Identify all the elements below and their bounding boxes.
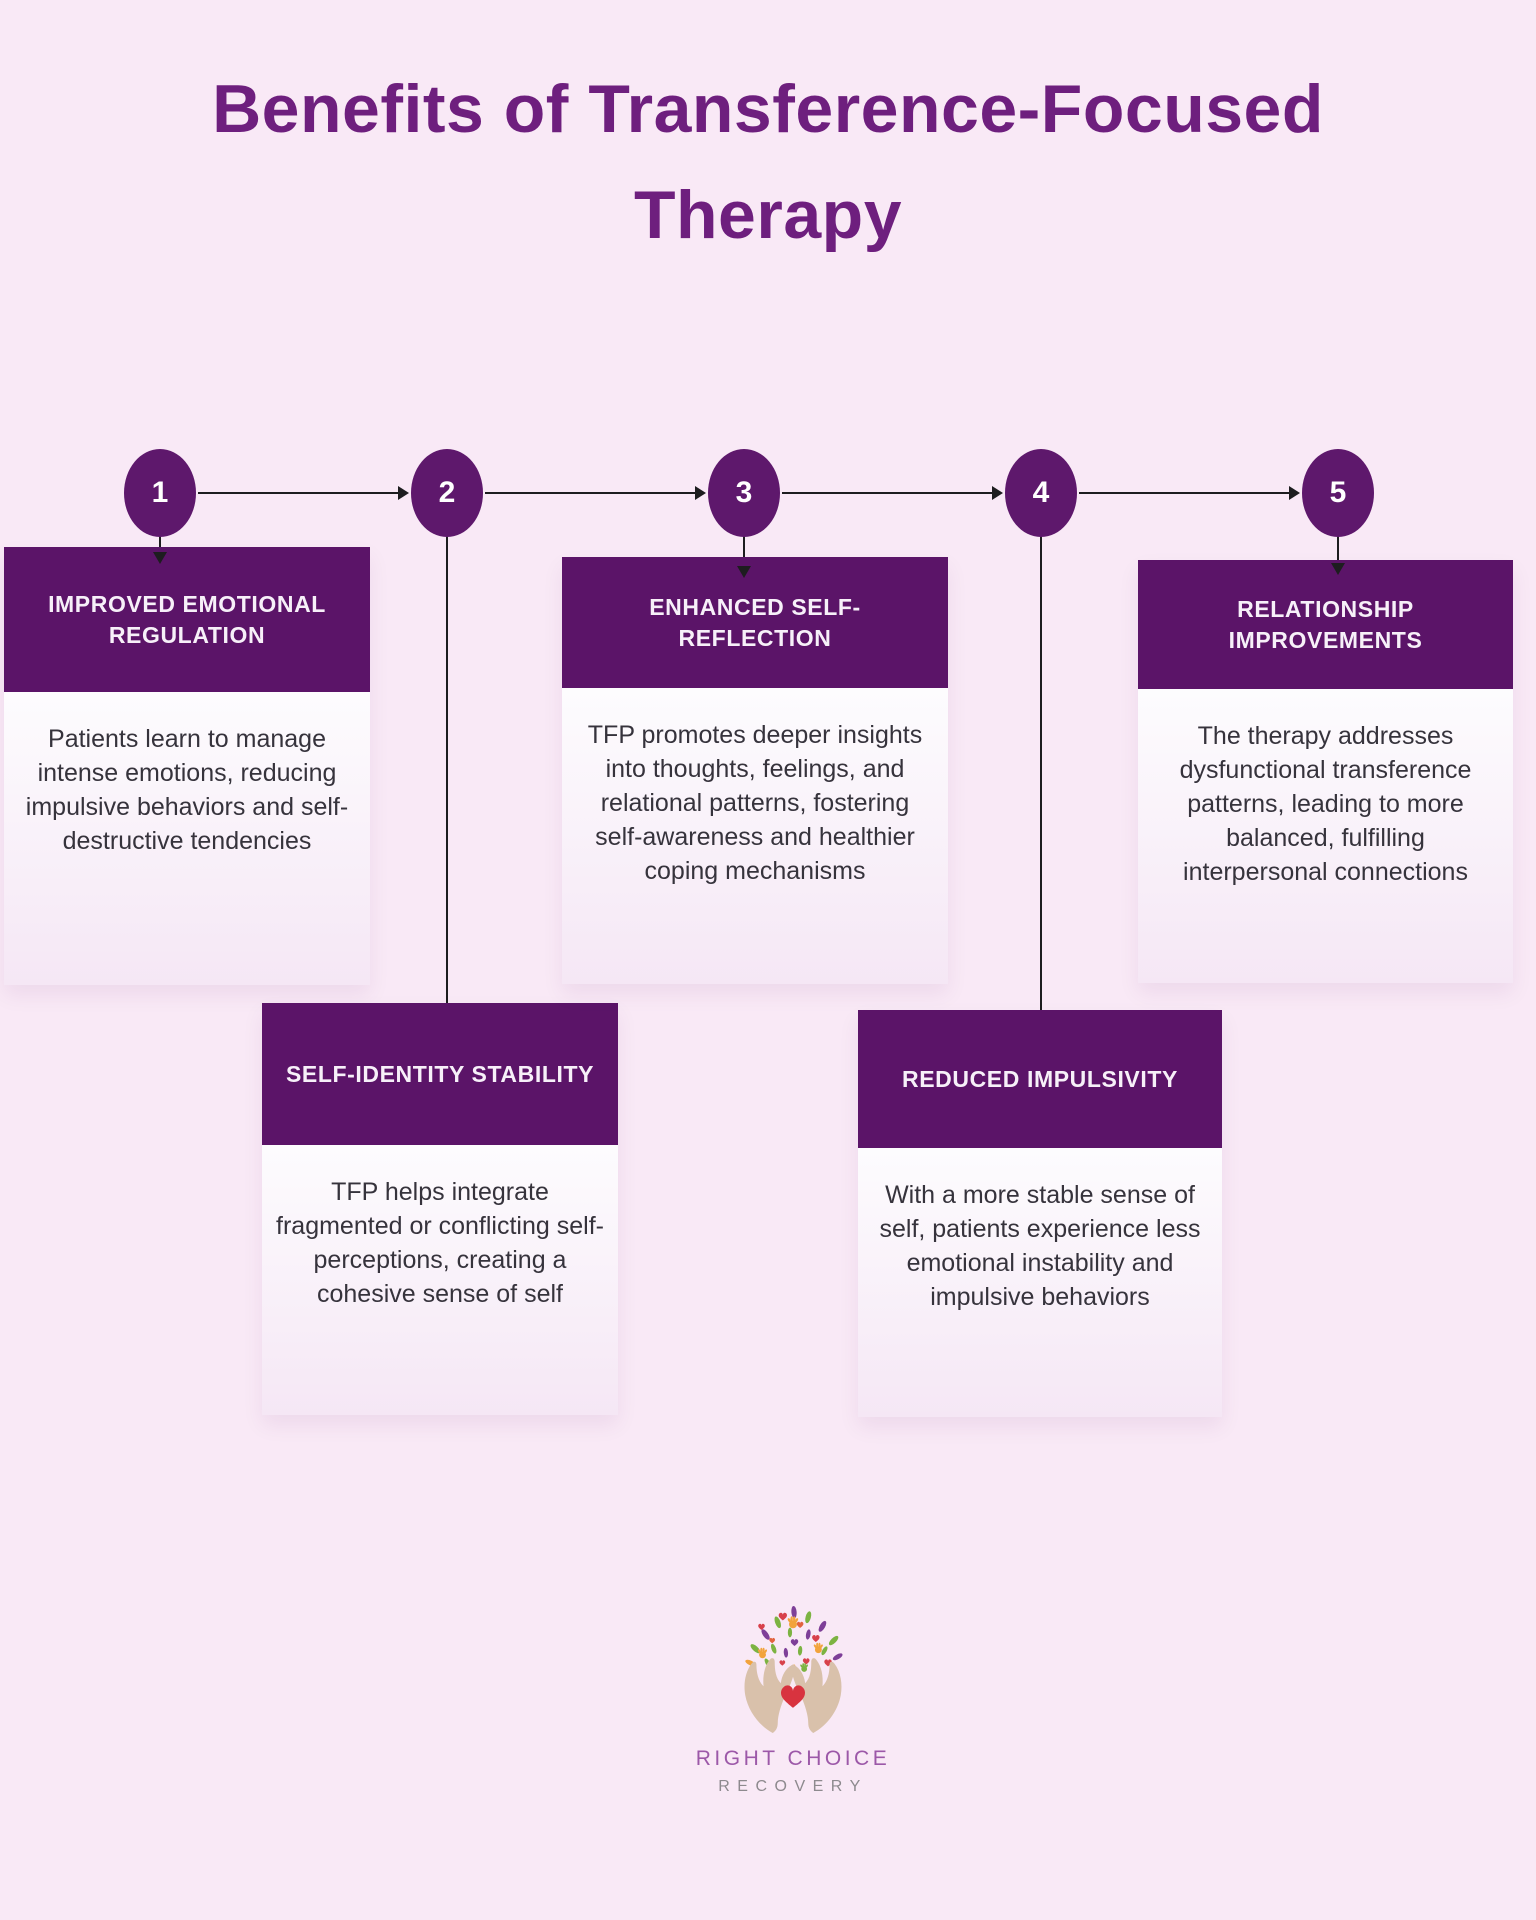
connector-line-step3 — [743, 533, 745, 568]
step-number-badge-4: 4 — [1005, 449, 1077, 537]
card-description: The therapy addresses dysfunctional tran… — [1138, 689, 1513, 983]
logo-name: RIGHT CHOICE — [695, 1747, 891, 1770]
step-number: 4 — [1032, 476, 1050, 509]
step-number-badge-1: 1 — [124, 449, 196, 537]
right-choice-recovery-logo: RIGHT CHOICE RECOVERY — [643, 1604, 943, 1796]
card-description: Patients learn to manage intense emotion… — [4, 692, 370, 985]
connector-line-step2 — [446, 533, 448, 1004]
step-number: 2 — [438, 476, 456, 509]
benefit-card-self-identity-stability: SELF-IDENTITY STABILITY TFP helps integr… — [262, 1003, 618, 1415]
page-title: Benefits of Transference-Focused Therapy — [0, 56, 1536, 268]
arrow-down-icon — [153, 552, 167, 564]
arrow-right-icon — [695, 486, 706, 500]
connector-line-step1 — [159, 533, 161, 556]
card-heading: REDUCED IMPULSIVITY — [858, 1010, 1222, 1148]
benefit-card-reduced-impulsivity: REDUCED IMPULSIVITY With a more stable s… — [858, 1010, 1222, 1417]
connector-line-4-5 — [1079, 492, 1289, 494]
step-number: 1 — [151, 476, 169, 509]
benefit-card-enhanced-self-reflection: ENHANCED SELF-REFLECTION TFP promotes de… — [562, 557, 948, 984]
step-number-badge-2: 2 — [411, 449, 483, 537]
benefit-card-relationship-improvements: RELATIONSHIP IMPROVEMENTS The therapy ad… — [1138, 560, 1513, 983]
step-number: 3 — [735, 476, 753, 509]
benefit-card-improved-emotional-regulation: IMPROVED EMOTIONAL REGULATION Patients l… — [4, 547, 370, 985]
card-description: With a more stable sense of self, patien… — [858, 1148, 1222, 1417]
step-number-badge-5: 5 — [1302, 449, 1374, 537]
arrow-down-icon — [737, 566, 751, 578]
card-description: TFP promotes deeper insights into though… — [562, 688, 948, 984]
connector-line-step4 — [1040, 533, 1042, 1011]
page-title-line2: Therapy — [633, 177, 903, 253]
card-heading: RELATIONSHIP IMPROVEMENTS — [1138, 560, 1513, 689]
connector-line-step5 — [1337, 533, 1339, 565]
hands-heart-tree-icon — [744, 1605, 844, 1733]
step-number-badge-3: 3 — [708, 449, 780, 537]
connector-line-2-3 — [485, 492, 695, 494]
logo-subtitle: RECOVERY — [718, 1778, 868, 1795]
arrow-down-icon — [1331, 563, 1345, 575]
card-heading: IMPROVED EMOTIONAL REGULATION — [4, 547, 370, 692]
card-heading: ENHANCED SELF-REFLECTION — [562, 557, 948, 688]
arrow-right-icon — [398, 486, 409, 500]
connector-line-3-4 — [782, 492, 992, 494]
arrow-right-icon — [1289, 486, 1300, 500]
page-title-line1: Benefits of Transference-Focused — [212, 71, 1324, 147]
card-heading: SELF-IDENTITY STABILITY — [262, 1003, 618, 1145]
card-description: TFP helps integrate fragmented or confli… — [262, 1145, 618, 1415]
step-number: 5 — [1329, 476, 1347, 509]
arrow-right-icon — [992, 486, 1003, 500]
connector-line-1-2 — [198, 492, 399, 494]
